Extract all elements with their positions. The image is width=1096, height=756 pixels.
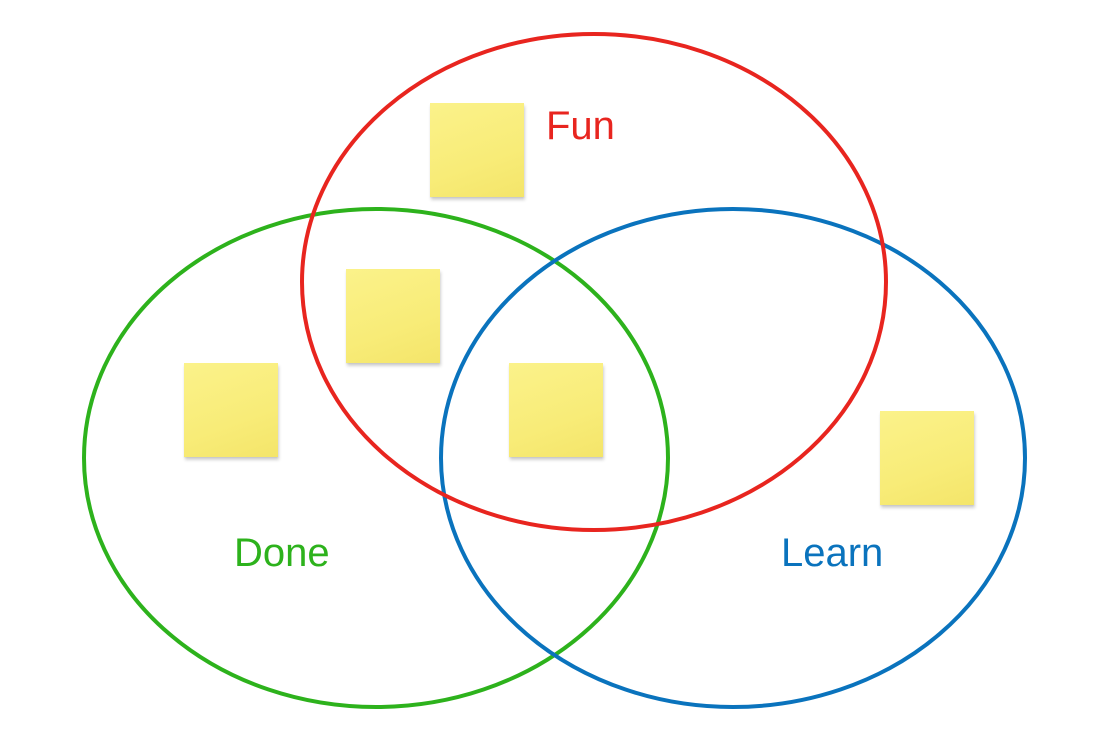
sticky-note[interactable] [509, 363, 603, 457]
label-fun: Fun [546, 104, 615, 148]
sticky-note[interactable] [346, 269, 440, 363]
label-learn: Learn [781, 531, 884, 575]
circle-done [82, 207, 670, 709]
sticky-note[interactable] [880, 411, 974, 505]
sticky-note[interactable] [184, 363, 278, 457]
circle-learn [439, 207, 1027, 709]
circle-fun [300, 32, 888, 532]
label-done: Done [234, 531, 330, 575]
sticky-note[interactable] [430, 103, 524, 197]
